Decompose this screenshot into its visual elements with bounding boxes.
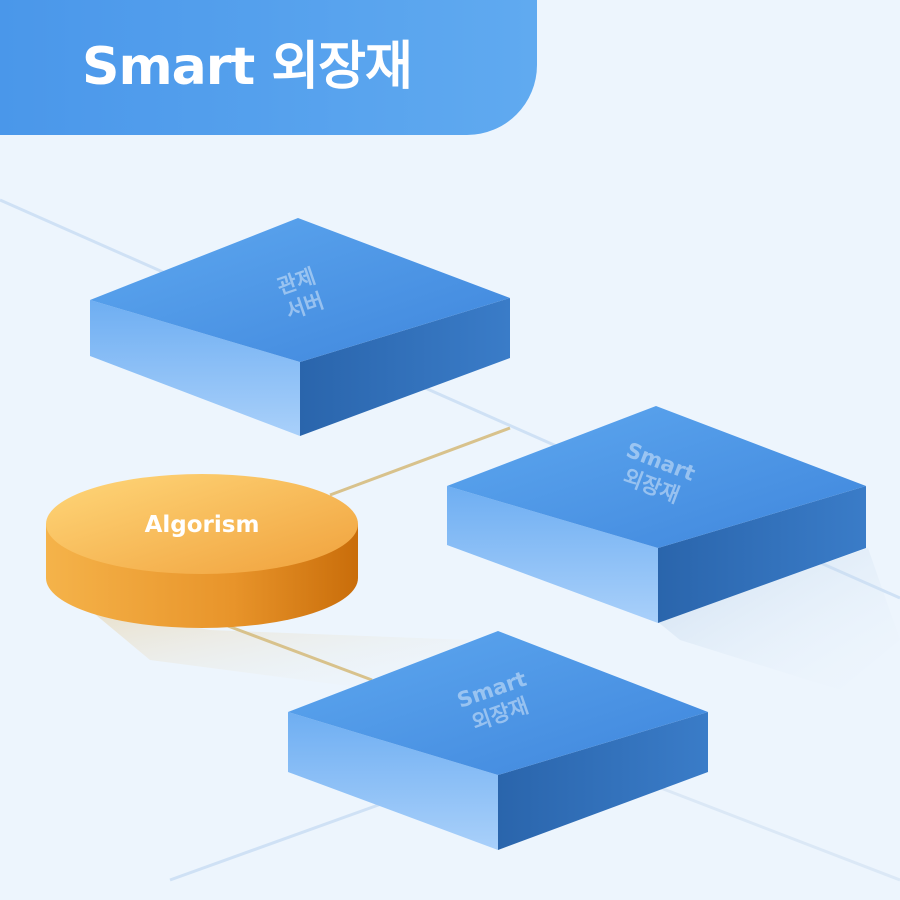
block-left-face [90,300,300,436]
block-left-face [447,486,658,623]
smart-exterior-block-right: Smart 외장재 [447,406,866,623]
algorithm-label: Algorism [145,512,260,538]
block-top-face [90,218,510,362]
cylinder-shadow [90,610,470,690]
block-right-face [658,486,866,623]
block-right-face [300,298,510,436]
algorithm-cylinder: Algorism [46,474,358,628]
block-left-face [288,712,498,850]
block-right-face [498,712,708,850]
header-banner: Smart 외장재 [0,0,537,135]
page-title: Smart 외장재 [82,37,413,97]
block-top-face [447,406,866,548]
connector-algorithm-to-server [329,426,511,497]
block-top-face [288,631,708,775]
control-server-block: 관제 서버 [90,218,510,436]
cylinder-top [46,474,358,574]
block-shadow [658,548,900,690]
connector-algorithm-to-exterior [227,624,373,682]
smart-exterior-block-bottom: Smart 외장재 [288,631,708,850]
connector-lines [227,426,511,682]
